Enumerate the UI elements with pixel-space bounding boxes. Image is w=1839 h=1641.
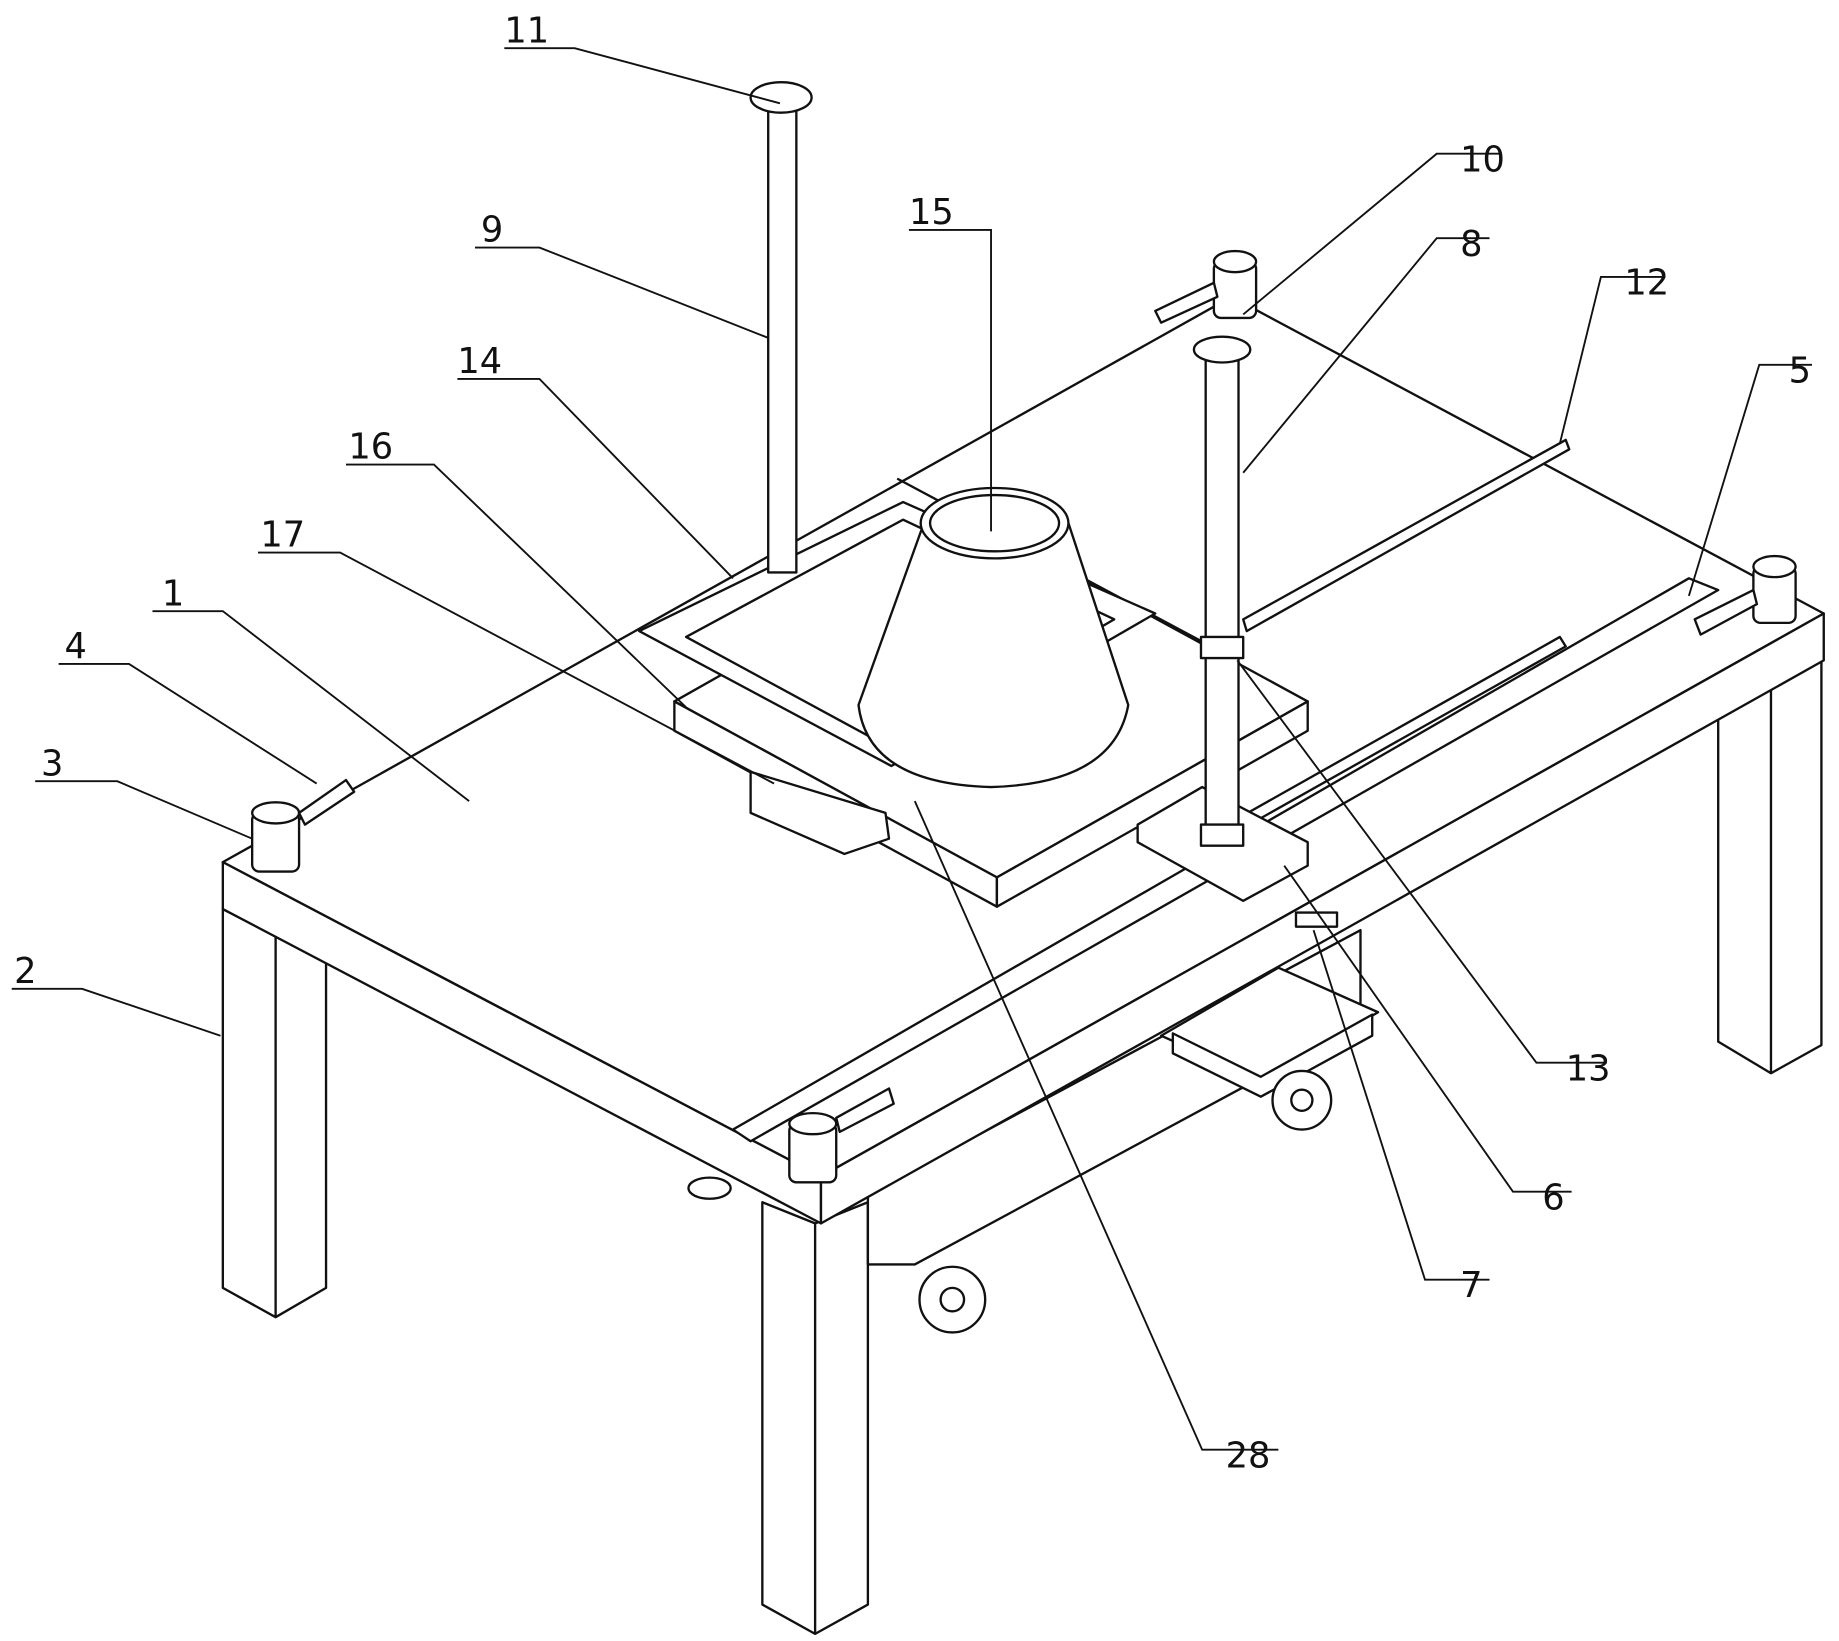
label-7: 7 <box>1460 1265 1482 1306</box>
label-3: 3 <box>41 743 63 784</box>
label-11: 11 <box>504 10 549 51</box>
label-28: 28 <box>1226 1435 1271 1476</box>
label-2: 2 <box>14 951 36 992</box>
label-1: 1 <box>162 573 184 614</box>
label-9: 9 <box>481 210 503 251</box>
label-15: 15 <box>909 192 954 233</box>
label-10: 10 <box>1460 139 1505 180</box>
label-17: 17 <box>260 515 305 556</box>
label-4: 4 <box>65 626 87 667</box>
label-5: 5 <box>1789 350 1811 391</box>
label-13: 13 <box>1566 1048 1611 1089</box>
label-8: 8 <box>1460 224 1482 265</box>
label-16: 16 <box>348 427 393 468</box>
label-14: 14 <box>457 341 502 382</box>
label-12: 12 <box>1624 262 1669 303</box>
label-6: 6 <box>1542 1177 1564 1218</box>
